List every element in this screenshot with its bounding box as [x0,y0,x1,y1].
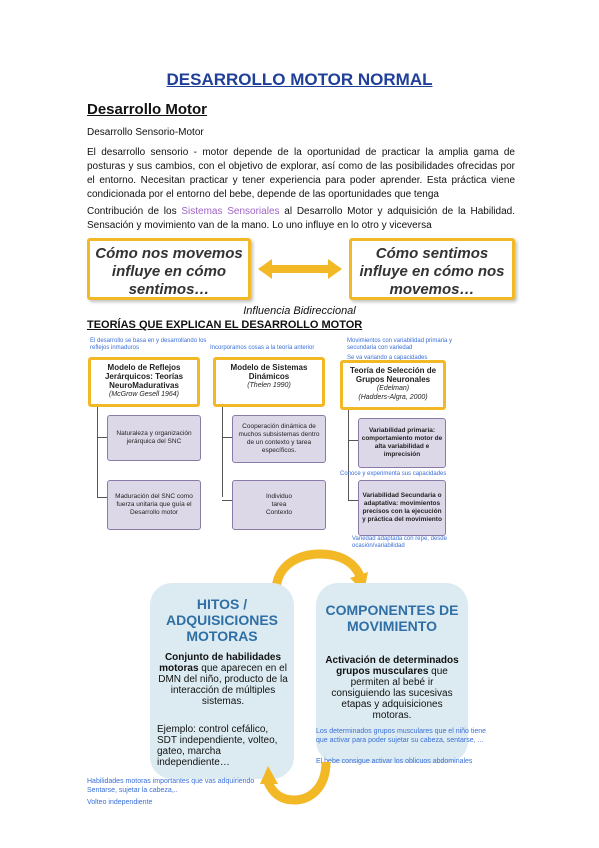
cycle-note-right-1: Los determinados grupos musculares que e… [316,728,487,744]
paragraph-sensorio-motor: El desarrollo sensorio - motor depende d… [87,147,515,200]
connector-line [348,440,358,441]
cycle-note-bottom-3: Volteo independiente [87,799,153,806]
cycle-note-right-2: El bebe consigue activar los oblicuos ab… [316,758,473,765]
movement-components-description: Activación de determinados grupos muscul… [322,655,462,721]
cycle-note-bottom-1: Habilidades motoras importantes que vas … [87,778,255,785]
dynamic-item-tarea: tarea [271,501,287,508]
theory-note-5: Conoce y experimenta sus capacidades [340,471,447,477]
theory-neuronal-author-1: (Edelman) [376,385,410,392]
box-feel-influences-move: Cómo sentimos influye en cómo nos movemo… [349,238,515,300]
cycle-right-bubble [316,583,468,763]
bidirectional-caption: Influencia Bidireccional [243,305,356,317]
theory-neuronal-author-2: (Hadders-Algra, 2000) [358,394,428,401]
dynamic-item-individuo: Individuo [265,493,293,500]
theory-neuronal-box-2: Variabilidad Secundaria o adaptativa: mo… [358,480,446,536]
theory-dynamic-author: (Thelen 1990) [247,382,291,389]
bidirectional-arrow-icon [258,259,342,279]
cycle-arrow-bottom-icon [260,762,331,805]
theory-neuronal-title: Teoría de Selección de Grupos Neuronales [349,366,437,384]
theory-dynamic-title: Modelo de Sistemas Dinámicos [230,363,308,381]
theory-reflex-box-2: Maduración del SNC como fuerza unitaria … [107,480,201,530]
connector-line [348,410,349,500]
theories-heading: TEORÍAS QUE EXPLICAN EL DESARROLLO MOTOR [87,319,363,331]
theory-dynamic-box-2: Individuo tarea Contexto [232,480,326,530]
subheading: Desarrollo Sensorio-Motor [87,127,204,138]
section-heading: Desarrollo Motor [87,101,208,118]
theory-note-2: Incorporamos cosas a la teoría anterior [210,345,315,351]
connector-line [348,500,358,501]
milestones-title: HITOS / ADQUISICIONES MOTORAS [165,596,278,644]
page-title: DESARROLLO MOTOR NORMAL [166,70,433,89]
theory-reflex-title: Modelo de Reflejos Jerárquicos: Teorías … [104,363,184,390]
theory-neuronal-groups: Teoría de Selección de Grupos Neuronales… [340,360,446,410]
cycle-note-bottom-2: Sentarse, sujetar la cabeza,.. [87,787,178,794]
theory-note-4: Se va variando a capacidades [347,355,428,361]
theory-reflex-author: (McGrow Gesell 1964) [108,391,180,398]
paragraph-contribution-start: Contribución de los [87,206,182,217]
dynamic-item-contexto: Contexto [265,509,293,516]
milestones-text: que aparecen en el DMN del niño, product… [158,663,288,707]
sensory-systems-link: Sistemas Sensoriales [181,206,280,217]
cycle-left-bubble [150,583,294,779]
connector-line [97,407,98,497]
milestones-bold: Conjunto de habilidades motoras [159,652,282,674]
movement-components-text: que permiten al bebé ir consiguiendo las… [331,666,453,721]
milestones-example: Ejemplo: control cefálico, SDT independi… [157,724,278,768]
theory-note-1: El desarrollo se basa en y desarrollando… [90,338,207,351]
movement-components-bold: Activación de determinados grupos muscul… [325,655,459,677]
connector-line [97,437,107,438]
paragraph-contribution: Contribución de los Sistemas Sensoriales… [87,205,515,233]
connector-line [222,500,232,501]
paragraph-contribution-end: al Desarrollo Motor y adquisición de la … [87,206,515,231]
connector-line [222,437,232,438]
theory-dynamic-box-1: Cooperación dinámica de muchos subsistem… [232,415,326,463]
connector-line [222,407,223,497]
theory-reflex-model: Modelo de Reflejos Jerárquicos: Teorías … [88,357,200,407]
box-move-influences-feel: Cómo nos movemos influye en cómo sentimo… [87,238,251,300]
milestones-description: Conjunto de habilidades motoras que apar… [157,652,289,707]
movement-components-title: COMPONENTES DE MOVIMIENTO [325,602,459,634]
theory-note-6: Variedad adaptada con repe, desde ocasió… [352,536,447,549]
theory-note-3: Movimientos con variabilidad primaria y … [347,338,453,351]
connector-line [97,497,107,498]
theory-reflex-box-1: Naturaleza y organización jerárquica del… [107,415,201,461]
theory-neuronal-box-1: Variabilidad primaria: comportamiento mo… [358,418,446,468]
theory-dynamic-systems: Modelo de Sistemas Dinámicos (Thelen 199… [213,357,325,407]
